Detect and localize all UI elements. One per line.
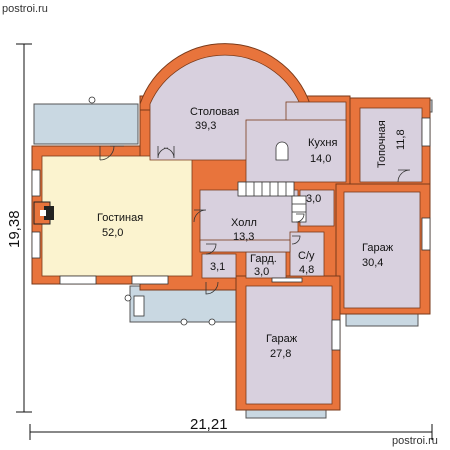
room-kitchen <box>245 119 347 183</box>
room-wc <box>289 231 325 277</box>
room-area: 11,8 <box>395 129 407 150</box>
rooms <box>41 54 423 405</box>
watermark-top: postroi.ru <box>2 3 48 15</box>
room-closet-left <box>201 253 237 279</box>
room-area: 27,8 <box>270 348 291 360</box>
room-name: Топочная <box>376 120 388 168</box>
room-name: Гараж <box>266 333 298 345</box>
room-area: 52,0 <box>102 227 123 239</box>
room-area: 3,0 <box>254 266 269 278</box>
room-area: 3,1 <box>210 261 225 273</box>
room-labels: Столовая 39,3 Кухня 14,0 Топочная 11,8 Г… <box>97 106 407 360</box>
room-area: 3,0 <box>306 193 321 205</box>
watermark-bottom: postroi.ru <box>392 435 438 447</box>
room-wardrobe <box>245 251 287 279</box>
room-boiler <box>359 107 423 183</box>
room-area: 4,8 <box>299 264 314 276</box>
room-area: 14,0 <box>310 153 331 165</box>
room-name: Гард. <box>250 253 277 265</box>
room-name: Кухня <box>308 137 337 149</box>
room-kitchen-upper <box>285 101 347 123</box>
column-icon <box>275 141 289 161</box>
height-dimension: 19,38 <box>6 210 23 248</box>
room-name: Столовая <box>190 106 239 118</box>
width-dimension: 21,21 <box>190 416 228 433</box>
window-icons <box>31 117 431 351</box>
stair-icon <box>237 181 307 223</box>
room-garage-bottom <box>245 285 333 405</box>
room-name: Холл <box>231 217 257 229</box>
room-area: 30,4 <box>362 257 383 269</box>
room-living <box>41 155 193 277</box>
dimension-lines <box>16 43 433 440</box>
door-icons <box>88 96 411 326</box>
room-area: 13,3 <box>233 231 254 243</box>
terrace-top-left <box>33 103 139 145</box>
fireplace-icon <box>33 201 54 225</box>
room-area: 39,3 <box>195 120 216 132</box>
room-name: Гостиная <box>97 212 143 224</box>
room-hall-lower <box>199 239 291 253</box>
terrace-bottom <box>129 285 237 323</box>
room-name: Гараж <box>362 242 394 254</box>
room-name: С/у <box>298 250 315 262</box>
room-garage-right <box>343 191 421 309</box>
